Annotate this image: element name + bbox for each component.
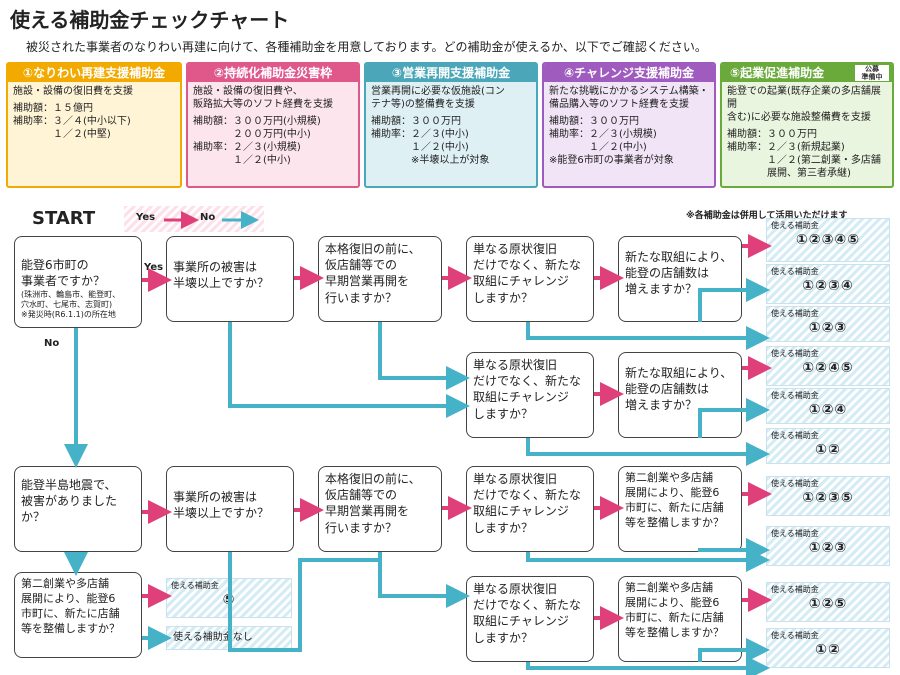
card-heading: ②持続化補助金災害枠	[188, 64, 358, 82]
result-label: 使える補助金	[771, 391, 819, 400]
page-title: 使える補助金チェックチャート	[10, 8, 290, 32]
start-label: START	[32, 208, 96, 229]
legend-no: No	[200, 212, 216, 223]
legend-yes: Yes	[136, 212, 156, 223]
result-value: ①②④	[808, 402, 848, 418]
result-value: ①②⑤	[808, 596, 848, 612]
result-label: 使える補助金	[771, 309, 819, 318]
card-detail: 補助額：３００万円 補助率：２／３(中小) １／２(中小) ※半壊以上が対象	[371, 116, 490, 166]
result-box: 使える補助金 ①②③⑤	[766, 476, 890, 516]
question-challenge-4: 単なる原状復旧 だけでなく、新たな 取組にチャレンジ しますか？	[466, 576, 594, 662]
question-new-store-2: 第二創業や多店舗 展開により、能登6 市町に、新たに店舗 等を整備しますか？	[618, 576, 742, 662]
card-description: 施設・設備の復旧費を支援	[13, 86, 133, 97]
status-badge: 公募 準備中	[855, 65, 889, 81]
question-noto6: 能登6市町の 事業者ですか？ (珠洲市、輪島市、能登町、 穴水町、七尾市、志賀町…	[14, 236, 142, 328]
result-label: 使える補助金	[771, 479, 819, 488]
result-value: ①②③④	[802, 278, 854, 294]
result-value: ⑤	[222, 592, 236, 608]
result-label: 使える補助金	[171, 581, 219, 590]
card-detail: 補助額：１５億円 補助率：３／４(中小以下) １／２(中堅)	[13, 103, 131, 140]
question-earthquake-damage: 能登半島地震で、 被害がありました か？	[14, 466, 142, 552]
usage-note: ※各補助金は併用して活用いただけます	[686, 211, 848, 221]
subsidy-card-5: ⑤起業促進補助金 公募 準備中 能登での起業(既存企業の多店舗展開 含む)に必要…	[720, 62, 894, 188]
question-store-increase-2: 新たな取組により、 能登の店舗数は 増えますか？	[618, 352, 742, 438]
card-description: 営業再開に必要な仮施設(コン テナ等)の整備費を支援	[371, 86, 505, 110]
result-box: 使える補助金 ①②	[766, 428, 890, 464]
subsidy-card-2: ②持続化補助金災害枠 施設・設備の復旧費や、 販路拡大等のソフト経費を支援補助額…	[186, 62, 360, 188]
card-heading-text: ⑤起業促進補助金	[730, 66, 825, 80]
card-heading: ④チャレンジ支援補助金	[544, 64, 714, 82]
page-subtitle: 被災された事業者のなりわい再建に向けて、各種補助金を用意しております。どの補助金…	[26, 40, 707, 54]
result-box: 使える補助金 ①②③④	[766, 264, 890, 304]
result-box: 使える補助金 ①②	[766, 628, 890, 668]
result-box: 使える補助金 ①②③	[766, 526, 890, 566]
result-box: 使える補助金 ①②④	[766, 388, 890, 424]
question-challenge-3: 単なる原状復旧 だけでなく、新たな 取組にチャレンジ しますか？	[466, 466, 594, 552]
card-description: 施設・設備の復旧費や、 販路拡大等のソフト経費を支援	[193, 86, 333, 110]
card-heading: ①なりわい再建支援補助金	[8, 64, 180, 82]
result-box: 使える補助金 ①②③④⑤	[766, 218, 890, 262]
edge-label-yes: Yes	[144, 262, 164, 273]
result-value: ①②③	[808, 540, 848, 556]
result-label: 使える補助金	[771, 585, 819, 594]
question-challenge-1: 単なる原状復旧 だけでなく、新たな 取組にチャレンジ しますか？	[466, 236, 594, 322]
subsidy-card-1: ①なりわい再建支援補助金 施設・設備の復旧費を支援補助額：１５億円 補助率：３／…	[6, 62, 182, 188]
card-detail: 補助額：３００万円 補助率：２／３(小規模) １／２(中小) ※能登6市町の事業…	[549, 116, 674, 166]
question-challenge-2: 単なる原状復旧 だけでなく、新たな 取組にチャレンジ しますか？	[466, 352, 594, 438]
result-value: ①②④⑤	[802, 360, 854, 376]
result-value: ①②③④⑤	[795, 232, 861, 248]
card-detail: 補助額：３００万円 補助率：２／３(新規起業) １／２(第二創業・多店舗 展開、…	[727, 129, 881, 179]
card-description: 能登での起業(既存企業の多店舗展開 含む)に必要な施設整備費を支援	[727, 86, 881, 123]
card-heading: ③営業再開支援補助金	[366, 64, 536, 82]
question-temp-store-1: 本格復旧の前に、 仮店舗等での 早期営業再開を 行いますか？	[318, 236, 442, 322]
subsidy-card-4: ④チャレンジ支援補助金 新たな挑戦にかかるシステム構築・ 備品購入等のソフト経費…	[542, 62, 716, 188]
result-value: ①②③⑤	[802, 490, 854, 506]
card-detail: 補助額：３００万円(小規模) ２００万円(中小) 補助率：２／３(小規模) １／…	[193, 116, 321, 166]
question-new-store-1: 第二創業や多店舗 展開により、能登6 市町に、新たに店舗 等を整備しますか？	[618, 466, 742, 552]
subsidy-card-3: ③営業再開支援補助金 営業再開に必要な仮施設(コン テナ等)の整備費を支援補助額…	[364, 62, 538, 188]
result-box: 使える補助金 ①②④⑤	[766, 346, 890, 386]
result-none: 使える補助金なし	[166, 626, 292, 650]
question-half-damage-2: 事業所の被害は 半壊以上ですか？	[166, 466, 294, 552]
card-heading: ⑤起業促進補助金	[722, 64, 892, 82]
card-description: 新たな挑戦にかかるシステム構築・ 備品購入等のソフト経費を支援	[549, 86, 709, 110]
result-label: 使える補助金	[771, 349, 819, 358]
question-temp-store-2: 本格復旧の前に、 仮店舗等での 早期営業再開を 行いますか？	[318, 466, 442, 552]
result-value: ①②③	[808, 320, 848, 336]
result-value: ①②	[815, 442, 841, 458]
question-new-store-0: 第二創業や多店舗 展開により、能登6 市町に、新たに店舗 等を整備しますか？	[14, 572, 142, 658]
result-box: 使える補助金 ①②⑤	[766, 582, 890, 622]
question-store-increase-1: 新たな取組により、 能登の店舗数は 増えますか？	[618, 236, 742, 322]
result-label: 使える補助金	[771, 221, 819, 230]
result-label: 使える補助金	[771, 267, 819, 276]
question-half-damage-1: 事業所の被害は 半壊以上ですか？	[166, 236, 294, 322]
result-label: 使える補助金	[771, 431, 819, 440]
result-label: 使える補助金	[771, 631, 819, 640]
question-note: (珠洲市、輪島市、能登町、 穴水町、七尾市、志賀町) ※発災時(R6.1.1)の…	[21, 289, 121, 319]
result-label: 使える補助金	[771, 529, 819, 538]
edge-label-no: No	[44, 338, 60, 349]
result-box: 使える補助金 ①②③	[766, 306, 890, 342]
question-text: 能登6市町の 事業者ですか？	[21, 258, 106, 289]
result-value: ①②	[815, 642, 841, 658]
